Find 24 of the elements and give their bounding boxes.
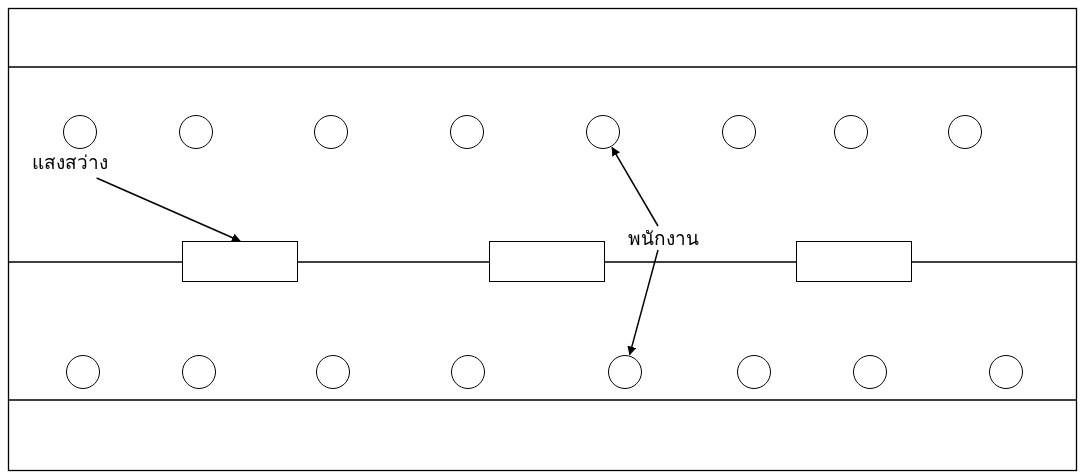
employee-circle [948,115,982,149]
employee-circle [834,115,868,149]
employee-circle [66,355,100,389]
light-fixture [182,241,298,282]
arrow [95,177,241,242]
employee-circle [63,115,97,149]
employee-circle [989,355,1023,389]
employee-circle [722,115,756,149]
label-text: พนักงาน [628,226,699,250]
employee-circle [314,115,348,149]
employee-circle [316,355,350,389]
employee-circle [450,115,484,149]
employee-circle [179,115,213,149]
light-fixture [796,241,912,282]
employee-circle [737,355,771,389]
arrow [627,249,659,356]
arrow [611,146,659,227]
label-text: แสงสว่าง [32,150,108,174]
employee-circle [608,355,642,389]
light-fixture [489,241,605,282]
employee-circle [182,355,216,389]
employee-circle [451,355,485,389]
employee-circle [586,115,620,149]
employee-circle [853,355,887,389]
